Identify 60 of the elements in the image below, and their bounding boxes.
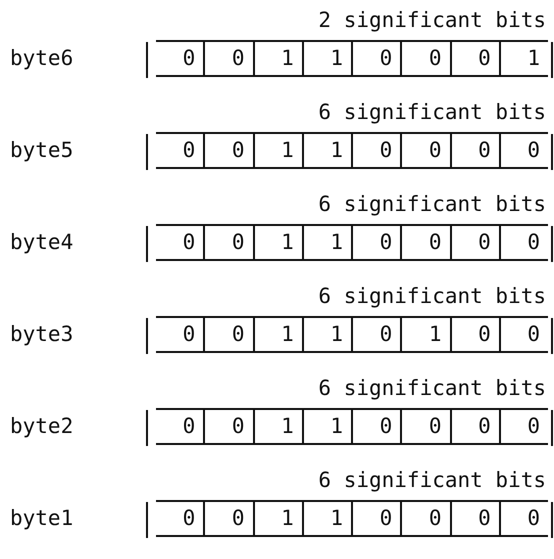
- bit-count-note: 6 significant bits: [318, 284, 546, 308]
- bit-cell: 0: [205, 502, 254, 535]
- bit-cell-text: 0: [526, 413, 541, 440]
- bit-cell: 0: [205, 410, 254, 443]
- bit-cell: 1: [254, 502, 304, 535]
- bit-cell: 1: [304, 226, 353, 259]
- byte-name: byte2: [10, 414, 74, 438]
- bit-count-note: 6 significant bits: [318, 468, 546, 492]
- bit-count-note: 2 significant bits: [318, 8, 546, 32]
- bit-cell: 1: [304, 134, 353, 167]
- bit-cell: 0: [156, 226, 206, 259]
- bit-cell: 1: [402, 318, 452, 351]
- bit-count-note: 6 significant bits: [318, 100, 546, 124]
- bit-cell: 0: [353, 410, 402, 443]
- bit-cell-text: 0: [526, 137, 541, 164]
- bit-cell: 1: [304, 42, 353, 75]
- bit-cell: 0: [156, 42, 206, 75]
- bit-cell: 0: [402, 134, 452, 167]
- bit-cell: 1: [254, 226, 304, 259]
- byte-name: byte1: [10, 506, 74, 530]
- bit-cell: 0: [156, 410, 206, 443]
- bit-cell: 0: [452, 134, 501, 167]
- byte-name: byte4: [10, 230, 74, 254]
- bit-cell: 0: [402, 42, 452, 75]
- bit-cell: 0: [452, 410, 501, 443]
- bit-cell: 0: [353, 318, 402, 351]
- bit-cell-text: 0: [526, 321, 541, 348]
- byte-name: byte3: [10, 322, 74, 346]
- bit-cell: 0: [156, 318, 206, 351]
- bit-count-note: 6 significant bits: [318, 376, 546, 400]
- bit-cell: 0: [402, 502, 452, 535]
- bit-cell: 0: [402, 410, 452, 443]
- bit-cell: 0: [353, 226, 402, 259]
- bit-cell: 0: [402, 226, 452, 259]
- bit-cell: 0: [452, 42, 501, 75]
- bit-cell: 0: [452, 226, 501, 259]
- byte-name: byte6: [10, 46, 74, 70]
- bit-cell: 0: [205, 42, 254, 75]
- bit-count-note: 6 significant bits: [318, 192, 546, 216]
- bit-cell: 0: [205, 226, 254, 259]
- bit-cell: 0: [452, 502, 501, 535]
- bit-cell: 1: [254, 134, 304, 167]
- bit-cell: 1: [254, 318, 304, 351]
- bit-cell: 0: [353, 502, 402, 535]
- bit-cell: 0: [353, 42, 402, 75]
- bit-cell-text: 0: [526, 229, 541, 256]
- bit-cell: 1: [254, 410, 304, 443]
- bit-cell: 0: [156, 502, 206, 535]
- bit-cell-text: 0: [526, 505, 541, 532]
- byte-name: byte5: [10, 138, 74, 162]
- bit-cell: 0: [452, 318, 501, 351]
- bit-cell: 1: [304, 410, 353, 443]
- bit-cell: 1: [304, 318, 353, 351]
- bit-cell: 0: [205, 134, 254, 167]
- bit-cell: 1: [304, 502, 353, 535]
- bit-cell: 1: [254, 42, 304, 75]
- bit-cell: 0: [205, 318, 254, 351]
- bit-cell: 0: [353, 134, 402, 167]
- bit-cell: 0: [156, 134, 206, 167]
- bit-cell-text: 1: [526, 45, 541, 72]
